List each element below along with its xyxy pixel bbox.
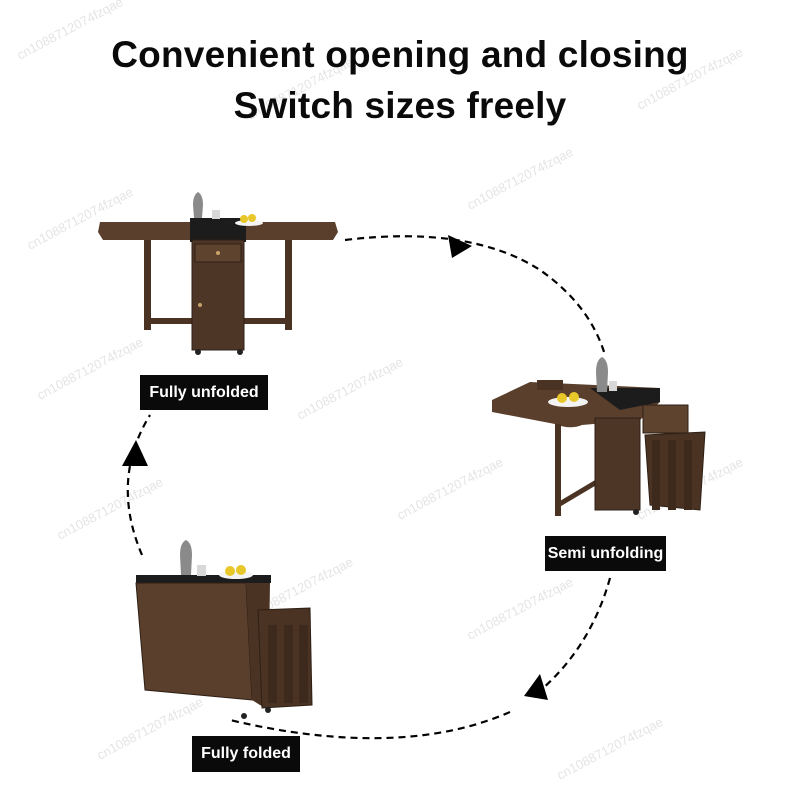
heading-line-2: Switch sizes freely: [233, 85, 567, 126]
watermark: cn1088712074fzqae: [294, 354, 405, 423]
arrow-right-bottom: [534, 577, 612, 696]
watermark: cn1088712074fzqae: [554, 714, 665, 783]
heading-line-1: Convenient opening and closing: [111, 34, 689, 75]
arrowheads: [122, 235, 548, 700]
table-semi-unfolding: [492, 357, 706, 516]
arrow-left-top: [126, 414, 151, 556]
watermark: cn1088712074fzqae: [464, 574, 575, 643]
cycle-arrows: [126, 235, 612, 740]
label-fully-folded: Fully folded: [192, 736, 300, 772]
watermark: cn1088712074fzqae: [34, 334, 145, 403]
watermark: cn1088712074fzqae: [464, 144, 575, 213]
watermark: cn1088712074fzqae: [94, 694, 205, 763]
watermark: cn1088712074fzqae: [24, 184, 135, 253]
arrowhead-up-icon: [122, 440, 148, 466]
watermark: cn1088712074fzqae: [394, 454, 505, 523]
label-fully-unfolded: Fully unfolded: [140, 375, 268, 410]
table-fully-folded: [135, 540, 313, 719]
arrow-bottom-left: [229, 710, 511, 740]
watermark: cn1088712074fzqae: [54, 474, 165, 543]
table-fully-unfolded: [98, 192, 338, 355]
label-semi-unfolding: Semi unfolding: [545, 536, 666, 571]
arrowhead-down-left-icon: [524, 674, 548, 700]
arrow-top-right: [344, 235, 607, 356]
arrowhead-right-icon: [448, 235, 472, 258]
